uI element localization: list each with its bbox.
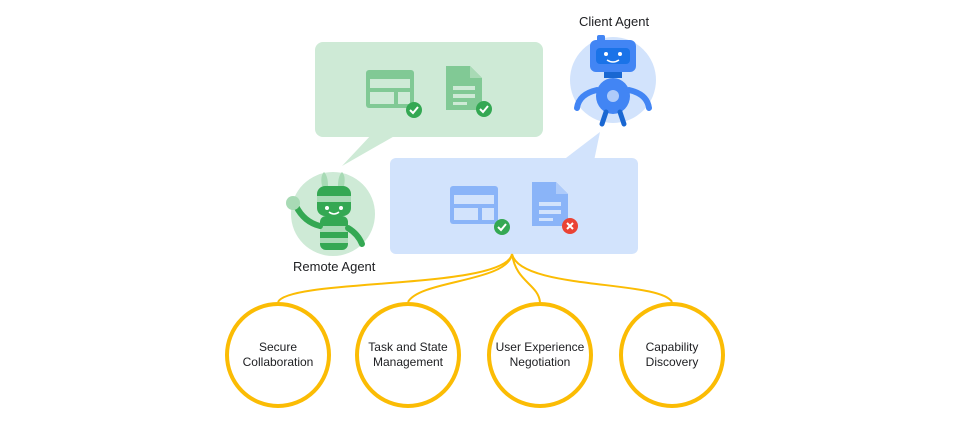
capability-connectors — [277, 253, 673, 303]
capability-circle-task-state — [355, 302, 461, 408]
capability-label-secure-collaboration: Secure Collaboration — [230, 340, 326, 370]
capability-label-line: Capability — [645, 340, 699, 354]
table-artifact-icon-blue — [450, 186, 498, 224]
client-agent-speech-bubble — [390, 132, 638, 254]
capability-label-line: Secure — [258, 340, 298, 354]
capability-label-line: Negotiation — [509, 355, 571, 369]
capability-label-line: Discovery — [645, 355, 699, 369]
document-artifact-icon-green — [446, 66, 482, 110]
check-badge-icon — [406, 102, 422, 118]
error-badge-icon — [562, 218, 578, 234]
remote-agent-speech-bubble — [315, 42, 543, 166]
capability-label-line: User Experience — [495, 340, 585, 354]
capability-label-line: Task and State — [368, 340, 448, 354]
client-agent-robot-icon — [570, 35, 656, 127]
capability-circle-capability-discovery — [619, 302, 725, 408]
remote-agent-label: Remote Agent — [293, 259, 376, 274]
table-artifact-icon-green — [366, 70, 414, 108]
capability-label-line: Collaboration — [242, 355, 314, 369]
client-agent-label: Client Agent — [579, 14, 650, 29]
capability-label-capability-discovery: Capability Discovery — [624, 340, 720, 370]
check-badge-icon — [476, 101, 492, 117]
capability-label-line: Management — [372, 355, 444, 369]
capability-circle-ux-negotiation — [487, 302, 593, 408]
check-badge-icon — [494, 219, 510, 235]
capability-circle-secure-collaboration — [225, 302, 331, 408]
remote-agent-robot-icon — [286, 172, 375, 256]
capability-label-task-state: Task and State Management — [360, 340, 456, 370]
document-artifact-icon-blue — [532, 182, 568, 226]
capability-label-ux-negotiation: User Experience Negotiation — [492, 340, 588, 370]
